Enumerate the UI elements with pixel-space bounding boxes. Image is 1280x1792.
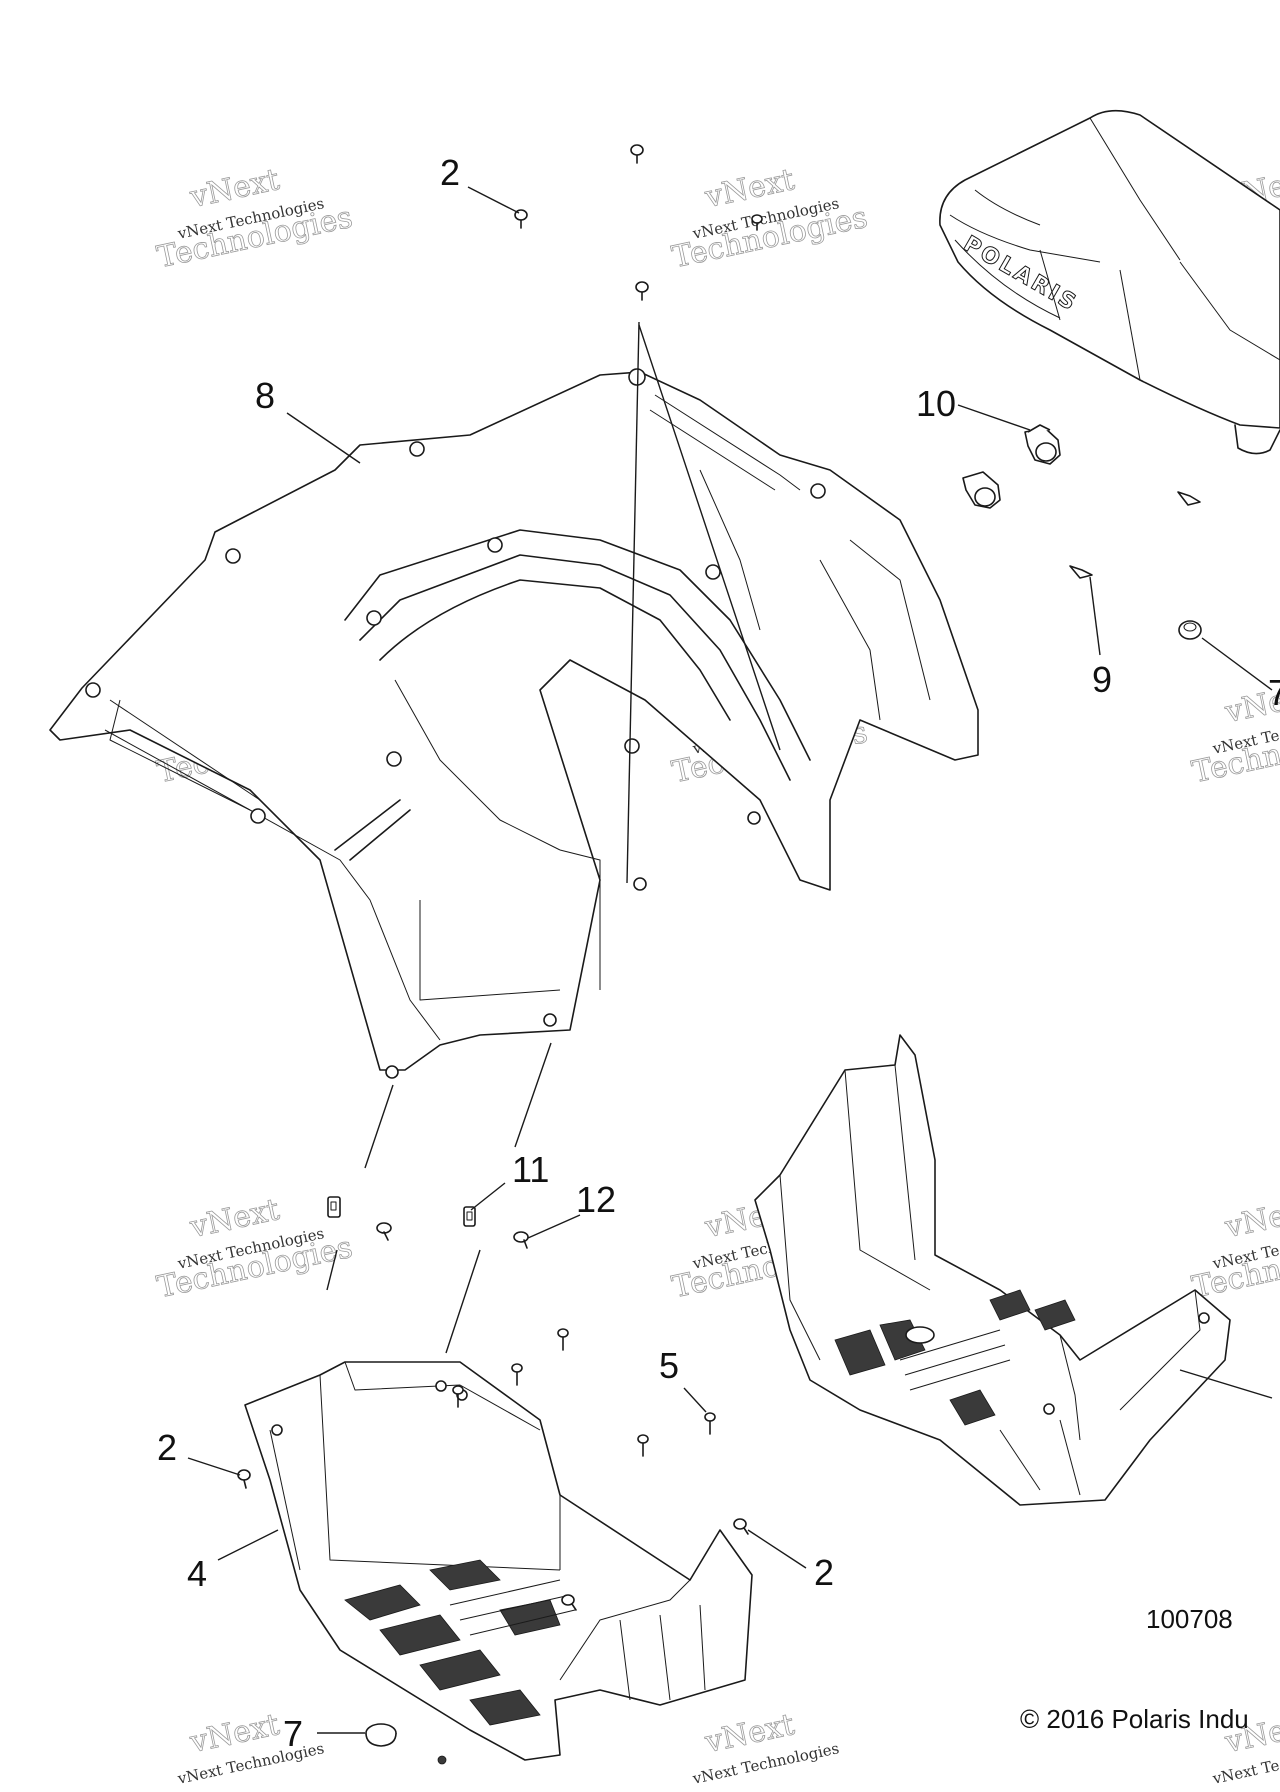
right-footwell [754,1034,1231,1506]
callout-11: 11 [512,1149,549,1190]
clip [1069,491,1201,579]
screw [376,1222,392,1241]
seat: POLARIS [939,109,1280,455]
callout-2: 2 [440,152,460,193]
callout-10: 10 [916,383,956,424]
callout-5: 5 [659,1345,679,1386]
screw [704,1412,716,1435]
push-rivet [514,209,528,229]
seat-latch [1024,424,1061,465]
footwell-tread [344,1559,576,1726]
callout-2: 2 [814,1552,834,1593]
watermark: vNext vNext Technologies Technologies [1189,677,1280,791]
watermark: vNext vNext Technologies Technologies [154,162,356,276]
seat-latch [962,471,1001,509]
watermark: vNext vNext Technologies Technologies [669,162,871,276]
rear-fender [49,368,979,1079]
footwell-tread [834,1289,1076,1426]
callout-8: 8 [255,375,275,416]
screw [557,1328,569,1351]
screw [511,1363,523,1386]
watermark: vNext vNext Technologies Technologies [1189,1192,1280,1306]
push-rivet [733,1518,749,1535]
j-nut [327,1196,341,1218]
j-nut [463,1206,476,1227]
diagram-number: 100708 [1146,1604,1233,1634]
copyright: © 2016 Polaris Indu [1020,1704,1249,1734]
plug [365,1723,397,1747]
screw [452,1385,464,1408]
push-rivet [630,144,644,164]
screw [637,1434,649,1457]
callouts: 2 8 10 9 7 11 12 5 2 4 2 7 [157,152,1280,1754]
callout-7: 7 [1268,672,1280,713]
push-rivet [751,214,763,231]
push-rivet [237,1469,251,1489]
fasteners [237,144,1202,1765]
callout-12: 12 [576,1179,616,1220]
fender-grommets [85,368,826,1079]
watermark: vNext vNext Technologies [690,1707,840,1788]
leader-lines [187,186,1273,1734]
grommet [1178,620,1202,640]
callout-4: 4 [187,1553,207,1594]
watermark: vNext vNext Technologies Technologies [154,1192,356,1306]
push-rivet [561,1594,577,1611]
push-rivet [635,281,649,301]
screw [513,1231,529,1249]
callout-2: 2 [157,1427,177,1468]
svg-text:vNext: vNext [1221,1192,1280,1245]
callout-7: 7 [283,1713,303,1754]
left-footwell [244,1361,753,1761]
callout-9: 9 [1092,659,1112,700]
